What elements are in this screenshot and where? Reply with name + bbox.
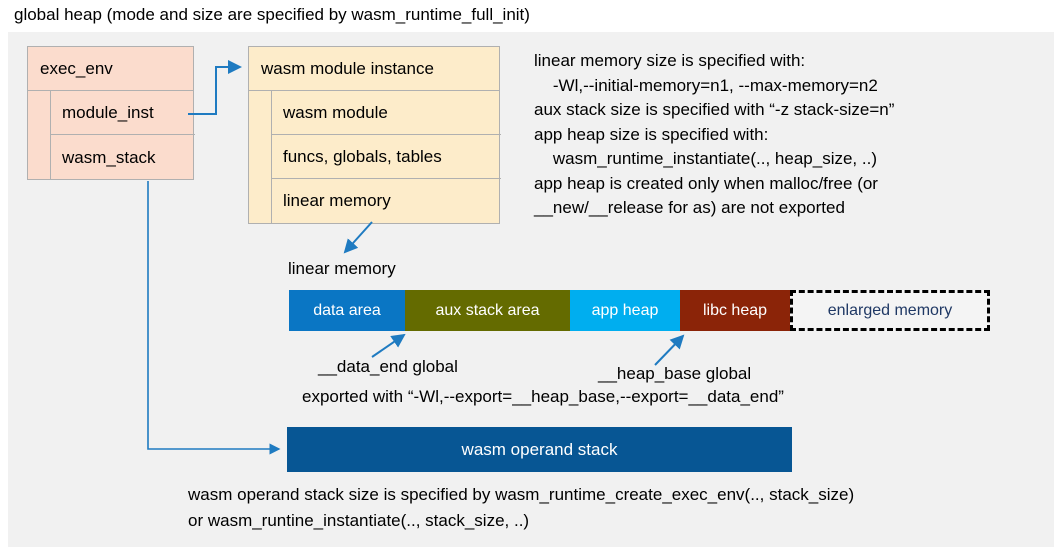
module-instance-field-funcs-globals-tables: funcs, globals, tables [272,135,501,179]
memory-segment-libc-heap: libc heap [680,290,790,331]
memory-segment-app-heap: app heap [570,290,680,331]
module-instance-box: wasm module instance wasm module funcs, … [248,46,501,224]
page-title: global heap (mode and size are specified… [14,5,530,24]
memory-segment-aux-stack-area: aux stack area [405,290,570,331]
module-instance-field-wasm-module: wasm module [272,91,501,135]
module-instance-title: wasm module instance [249,47,499,91]
annotation-exported-with: exported with “-Wl,--export=__heap_base,… [302,387,784,406]
exec-env-field-wasm-stack: wasm_stack [62,147,156,167]
annotation-data-end: __data_end global [318,357,458,376]
memory-segment-data-area: data area [289,290,405,331]
module-instance-gutter [249,91,272,223]
exec-env-gutter [28,91,51,180]
exec-env-title: exec_env [28,47,193,91]
exec-env-fields: module_inst wasm_stack [28,91,195,180]
annotation-heap-base: __heap_base global [598,364,752,383]
operand-stack-note: wasm operand stack size is specified by … [188,485,855,530]
linear-memory-label: linear memory [288,259,396,278]
module-instance-field-linear-memory: linear memory [283,191,391,210]
exec-env-box: exec_env module_inst wasm_stack [27,46,195,180]
memory-segment-enlarged-memory: enlarged memory [790,290,990,331]
linear-memory-notes: linear memory size is specified with: -W… [534,51,895,217]
operand-stack-bar: wasm operand stack [287,427,792,472]
module-instance-fields: wasm module funcs, globals, tables linea… [249,91,501,223]
exec-env-field-module-inst: module_inst [51,91,195,135]
